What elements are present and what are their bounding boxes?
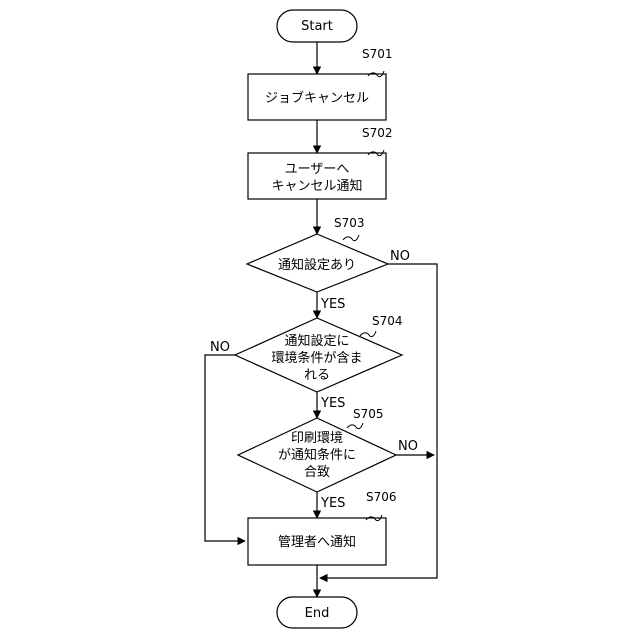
s701-step-label: S701 — [362, 47, 393, 61]
s704-label-line-2: 環境条件が含ま — [271, 350, 362, 366]
s703-label: 通知設定あり — [278, 257, 356, 273]
process-s701: ジョブキャンセル S701 — [248, 47, 393, 120]
s704-label-line-3: れる — [304, 368, 330, 383]
start-label: Start — [301, 19, 333, 34]
s706-label: 管理者へ通知 — [278, 534, 356, 550]
s705-label-line-2: が通知条件に — [278, 447, 356, 463]
arrow-s704-no-path — [205, 355, 245, 541]
s704-step-label: S704 — [372, 314, 403, 328]
end-terminal: End — [277, 597, 357, 628]
start-terminal: Start — [277, 10, 357, 42]
decision-s704: 通知設定に 環境条件が含ま れる S704 NO YES — [210, 314, 403, 411]
s705-label-line-3: 合致 — [304, 465, 330, 480]
s702-label-line-2: キャンセル通知 — [271, 178, 362, 194]
s706-step-label: S706 — [366, 490, 397, 504]
process-s702: ユーザーへ キャンセル通知 S702 — [248, 126, 393, 199]
s705-no-label: NO — [398, 439, 418, 454]
s704-no-label: NO — [210, 340, 230, 355]
decision-s703: 通知設定あり S703 NO YES — [247, 216, 410, 312]
s705-yes-label: YES — [320, 496, 345, 511]
s703-no-label: NO — [390, 249, 410, 264]
s705-step-label: S705 — [353, 407, 384, 421]
s702-label-line-1: ユーザーへ — [285, 162, 350, 177]
s703-step-label: S703 — [334, 216, 365, 230]
s701-label: ジョブキャンセル — [265, 90, 369, 106]
end-label: End — [305, 606, 330, 621]
s702-step-label: S702 — [362, 126, 393, 140]
s705-label-line-1: 印刷環境 — [291, 431, 343, 446]
s704-leader — [360, 331, 376, 337]
s704-label-line-1: 通知設定に — [284, 333, 349, 349]
s703-leader — [343, 235, 359, 241]
s704-yes-label: YES — [320, 396, 345, 411]
s705-leader — [347, 423, 363, 429]
s703-yes-label: YES — [320, 297, 345, 312]
